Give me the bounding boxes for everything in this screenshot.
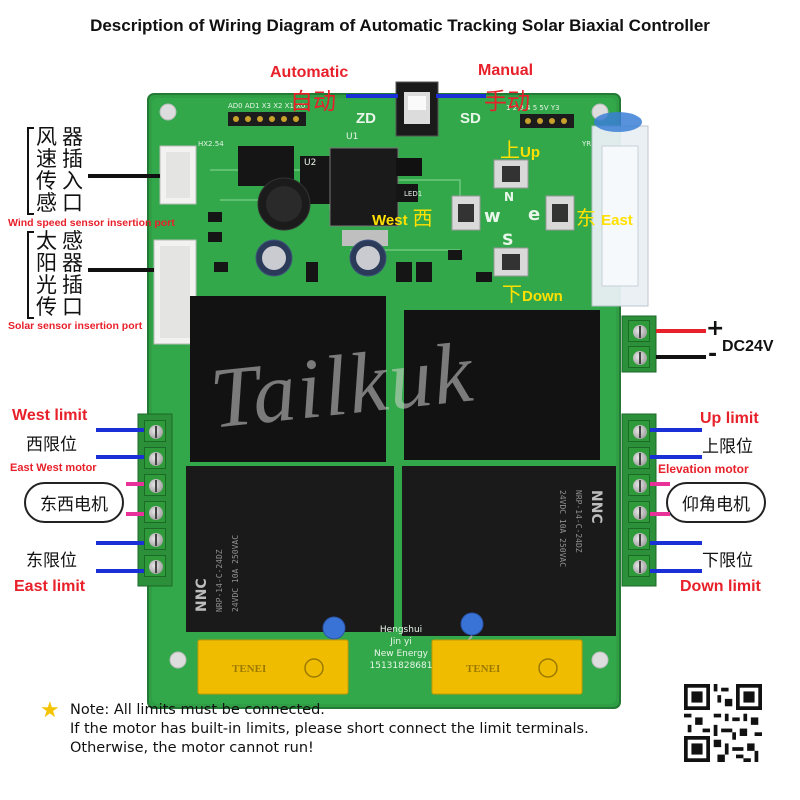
svg-text:24VDC 10A 250VAC: 24VDC 10A 250VAC [558, 490, 567, 567]
solar-sensor-label-cn2: 感 器 插 口 [62, 229, 83, 319]
svg-text:HX2.54: HX2.54 [198, 140, 224, 148]
terminal-screw [628, 320, 650, 342]
maker-label: Hengshui Jin yi New Energy 15131828681 [369, 625, 433, 671]
svg-text:AD0 AD1 X3 X2 X1 X0: AD0 AD1 X3 X2 X1 X0 [228, 102, 305, 110]
svg-text:NRP-14-C-24DZ: NRP-14-C-24DZ [574, 490, 583, 553]
terminal-screw [144, 555, 166, 577]
terminal-screw [628, 501, 650, 523]
solar-sensor-label-cn: 太 阳 光 传 [36, 229, 57, 319]
wire-east-limit-2 [96, 569, 144, 573]
silk-n: N [504, 190, 515, 204]
down-button-label: 下Down [502, 282, 563, 306]
svg-text:NNC: NNC [194, 578, 210, 612]
terminal-screw [144, 501, 166, 523]
east-limit-label-cn: 东限位 [26, 551, 77, 571]
wire-east-limit-1 [96, 541, 144, 545]
terminal-screw [628, 346, 650, 368]
silk-u1: U1 [346, 132, 359, 142]
diagram-title: Description of Wiring Diagram of Automat… [90, 16, 710, 35]
silk-zd: ZD [356, 110, 376, 127]
wind-sensor-label-en: Wind speed sensor insertion port [8, 217, 175, 229]
wire-power-plus [656, 329, 706, 333]
ew-motor-label-en: East West motor [10, 462, 97, 474]
note-line-1: Note: All limits must be connected. [70, 702, 325, 718]
wind-sensor-bracket [27, 127, 34, 215]
wire-wind-sensor [88, 174, 160, 178]
down-limit-label-en: Down limit [680, 578, 761, 595]
west-limit-label-cn: 西限位 [26, 435, 77, 455]
east-button-label: 东 East [576, 206, 633, 230]
terminal-screw [628, 555, 650, 577]
terminal-screw [628, 474, 650, 496]
wind-sensor-label-cn: 风 速 传 感 [36, 125, 57, 215]
wire-west-limit-1 [96, 428, 144, 432]
silk-s: S [502, 230, 514, 249]
terminal-screw [628, 528, 650, 550]
ew-motor-label-cn: 东西电机 [24, 482, 124, 523]
wire-west-limit-2 [96, 455, 144, 459]
star-icon: ★ [40, 698, 60, 723]
terminal-screw [144, 528, 166, 550]
wire-power-minus [656, 355, 706, 359]
power-plus: + [706, 316, 725, 341]
terminal-screw [144, 474, 166, 496]
terminal-screw [144, 420, 166, 442]
wire-down-limit-1 [650, 541, 702, 545]
svg-text:24VDC 10A 250VAC: 24VDC 10A 250VAC [231, 535, 240, 612]
down-limit-label-cn: 下限位 [702, 551, 753, 571]
note-line-2: If the motor has built-in limits, please… [70, 721, 589, 737]
wire-down-limit-2 [650, 569, 702, 573]
wire-ew-motor-2 [126, 512, 144, 516]
qr-code-icon [684, 684, 762, 762]
svg-text:NNC: NNC [588, 490, 604, 524]
west-limit-label-en: West limit [12, 407, 88, 424]
silk-w: w [484, 206, 501, 227]
wire-elevation-motor-1 [650, 482, 670, 486]
terminal-screw [628, 420, 650, 442]
power-minus: - [708, 342, 718, 367]
wire-solar-sensor [88, 268, 154, 272]
manual-label-en: Manual [478, 62, 534, 79]
wire-up-limit-2 [650, 455, 702, 459]
up-limit-label-cn: 上限位 [702, 437, 753, 457]
wire-manual [436, 94, 486, 98]
up-button-label: 上Up [500, 138, 540, 162]
wire-elevation-motor-2 [650, 512, 670, 516]
up-limit-label-en: Up limit [700, 410, 759, 427]
wind-sensor-label-cn2: 器 插 入 口 [62, 125, 83, 215]
west-button-label: West 西 [372, 206, 433, 230]
svg-text:1 2 3 4 5 5V Y3: 1 2 3 4 5 5V Y3 [506, 104, 560, 112]
terminal-screw [144, 447, 166, 469]
wiring-note: Note: All limits must be connected. If t… [70, 701, 589, 758]
note-line-3: Otherwise, the motor cannot run! [70, 740, 314, 756]
svg-text:TENEI: TENEI [232, 663, 266, 675]
silk-u2: U2 [304, 158, 317, 168]
elevation-motor-label-cn: 仰角电机 [666, 482, 766, 523]
east-limit-label-en: East limit [14, 578, 86, 595]
wire-up-limit-1 [650, 428, 702, 432]
elevation-motor-label-en: Elevation motor [658, 462, 749, 476]
automatic-label-cn: 自动 [290, 89, 336, 115]
svg-text:TENEI: TENEI [466, 663, 500, 675]
svg-text:NRP-14-C-24DZ: NRP-14-C-24DZ [215, 549, 224, 612]
solar-sensor-label-en: Solar sensor insertion port [8, 320, 143, 332]
svg-text:YR: YR [581, 140, 591, 148]
wire-ew-motor-1 [126, 482, 144, 486]
power-voltage: DC24V [722, 338, 774, 355]
solar-sensor-bracket [27, 231, 34, 319]
automatic-label-en: Automatic [270, 64, 349, 81]
silk-e: e [528, 204, 541, 225]
wire-automatic [346, 94, 398, 98]
silk-led: LED1 [404, 190, 423, 198]
terminal-screw [628, 447, 650, 469]
silk-sd: SD [460, 110, 481, 127]
manual-label-cn: 手动 [484, 89, 530, 115]
